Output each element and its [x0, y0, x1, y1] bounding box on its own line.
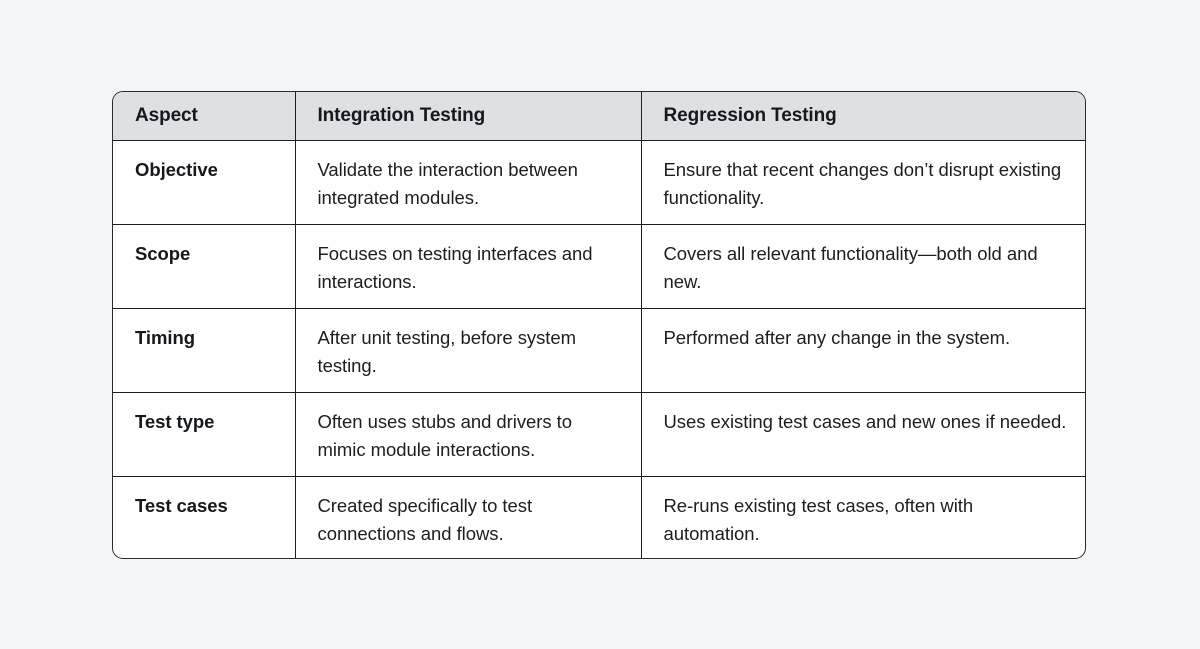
comparison-table-container: Aspect Integration Testing Regression Te… [112, 91, 1086, 559]
column-header-aspect: Aspect [113, 92, 295, 141]
cell-aspect: Objective [135, 158, 218, 180]
cell-integration-testing: Often uses stubs and drivers to mimic mo… [294, 391, 641, 476]
cell-regression-testing: Performed after any change in the system… [640, 307, 1085, 392]
table-row: Scope Focuses on testing interfaces and … [113, 223, 1085, 308]
table-row: Objective Validate the interaction betwe… [113, 140, 1085, 224]
cell-integration-testing: Validate the interaction between integra… [294, 140, 641, 224]
cell-aspect: Test cases [113, 475, 295, 558]
column-header-integration-testing: Integration Testing [294, 92, 641, 141]
cell-regression-testing: Covers all relevant functionality—both o… [640, 223, 1085, 308]
cell-aspect: Scope [113, 223, 295, 308]
cell-regression-testing: Ensure that recent changes don’t disrupt… [640, 140, 1085, 224]
cell-aspect: Test type [113, 391, 295, 476]
cell-regression-testing: Uses existing test cases and new ones if… [640, 391, 1085, 476]
table-row: Test type Often uses stubs and drivers t… [113, 391, 1085, 476]
cell-integration-testing: Created specifically to test connections… [294, 475, 641, 558]
column-header-regression-testing: Regression Testing [640, 92, 1085, 141]
table-header-row: Aspect Integration Testing Regression Te… [113, 92, 1085, 141]
cell-integration-testing: Focuses on testing interfaces and intera… [294, 223, 641, 308]
table-row: Test cases Created specifically to test … [113, 475, 1085, 558]
table-header: Aspect Integration Testing Regression Te… [113, 92, 1085, 141]
cell-integration-testing: After unit testing, before system testin… [294, 307, 641, 392]
table-body: Objective Validate the interaction betwe… [113, 140, 1085, 558]
cell-regression-testing: Re-runs existing test cases, often with … [640, 475, 1085, 558]
table-row: Timing After unit testing, before system… [113, 307, 1085, 392]
cell-aspect: Timing [113, 307, 295, 392]
comparison-table: Aspect Integration Testing Regression Te… [113, 92, 1085, 558]
